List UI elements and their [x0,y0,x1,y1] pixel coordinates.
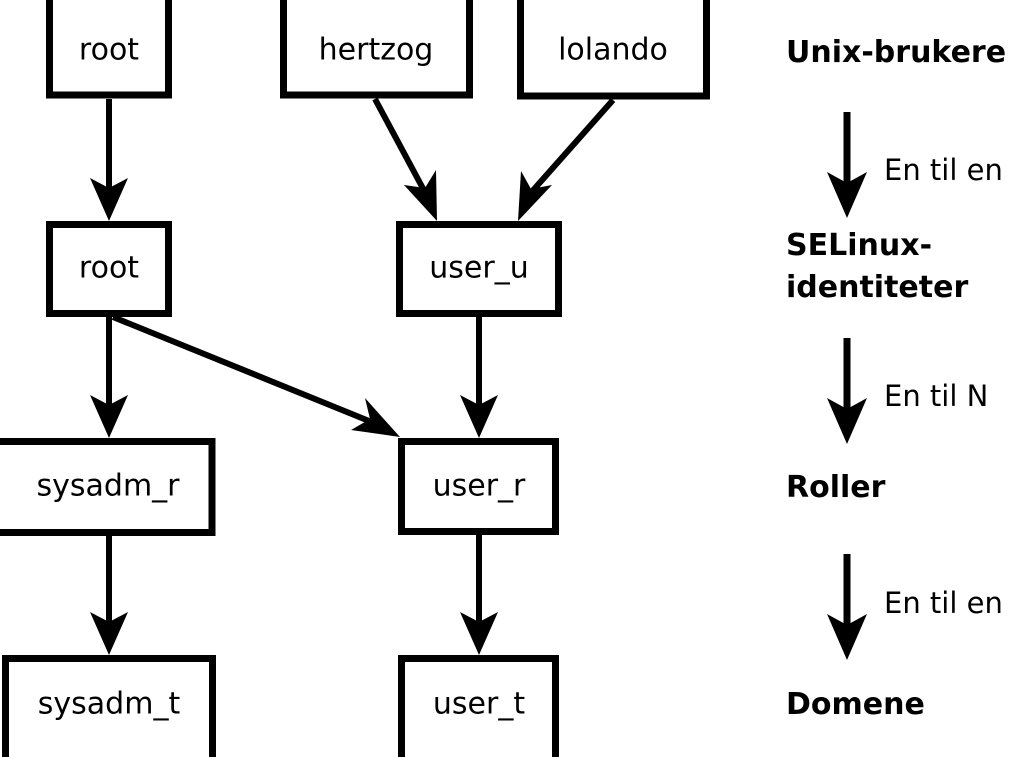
node-unix-root[interactable]: root [46,0,172,99]
edge-selinux-root-to-user-r [111,314,400,437]
node-label: lolando [558,33,668,68]
edge-group [90,97,616,655]
node-label: sysadm_t [38,687,181,722]
node-label: root [79,251,139,286]
legend-tier-roles: Roller [786,470,886,505]
edge-user-r-to-user-t [460,535,498,655]
edge-unix-root-to-selinux-root [90,99,128,221]
legend-arrow-roles-to-domains: En til en [827,554,1003,660]
node-domain-sysadm-t[interactable]: sysadm_t [2,655,216,757]
edge-user-u-to-user-r [460,317,498,438]
node-selinux-user-u[interactable]: user_u [396,221,562,317]
edge-lolando-to-user-u [518,98,616,221]
legend-tier-unix-users: Unix-brukere [786,35,1006,70]
legend-tier-selinux-identities-line1: SELinux- [786,228,932,263]
node-unix-lolando[interactable]: lolando [517,0,710,100]
legend-relation-label: En til N [884,379,988,413]
node-label: hertzog [319,33,434,68]
legend-arrow-selinux-to-roles: En til N [827,338,988,444]
legend-relation-label: En til en [884,586,1003,620]
node-unix-hertzog[interactable]: hertzog [280,0,473,99]
node-label: sysadm_r [37,469,181,504]
edge-selinux-root-to-sysadm-r [90,317,128,438]
node-label: root [79,33,139,68]
legend-tier-domains: Domene [786,687,925,722]
node-role-user-r[interactable]: user_r [398,438,559,535]
edge-sysadm-r-to-sysadm-t [90,536,128,655]
node-selinux-root[interactable]: root [46,221,172,317]
legend-arrow-unix-to-selinux: En til en [827,112,1003,218]
legend-column: Unix-brukere En til en SELinux- identite… [786,35,1006,722]
node-label: user_t [433,687,525,722]
node-label: user_r [433,469,526,504]
node-role-sysadm-r[interactable]: sysadm_r [0,438,216,536]
legend-relation-label: En til en [884,153,1003,187]
node-label: user_u [429,251,528,286]
edge-hertzog-to-user-u [372,97,437,221]
legend-tier-selinux-identities-line2: identiteter [786,270,968,305]
node-domain-user-t[interactable]: user_t [398,655,559,757]
